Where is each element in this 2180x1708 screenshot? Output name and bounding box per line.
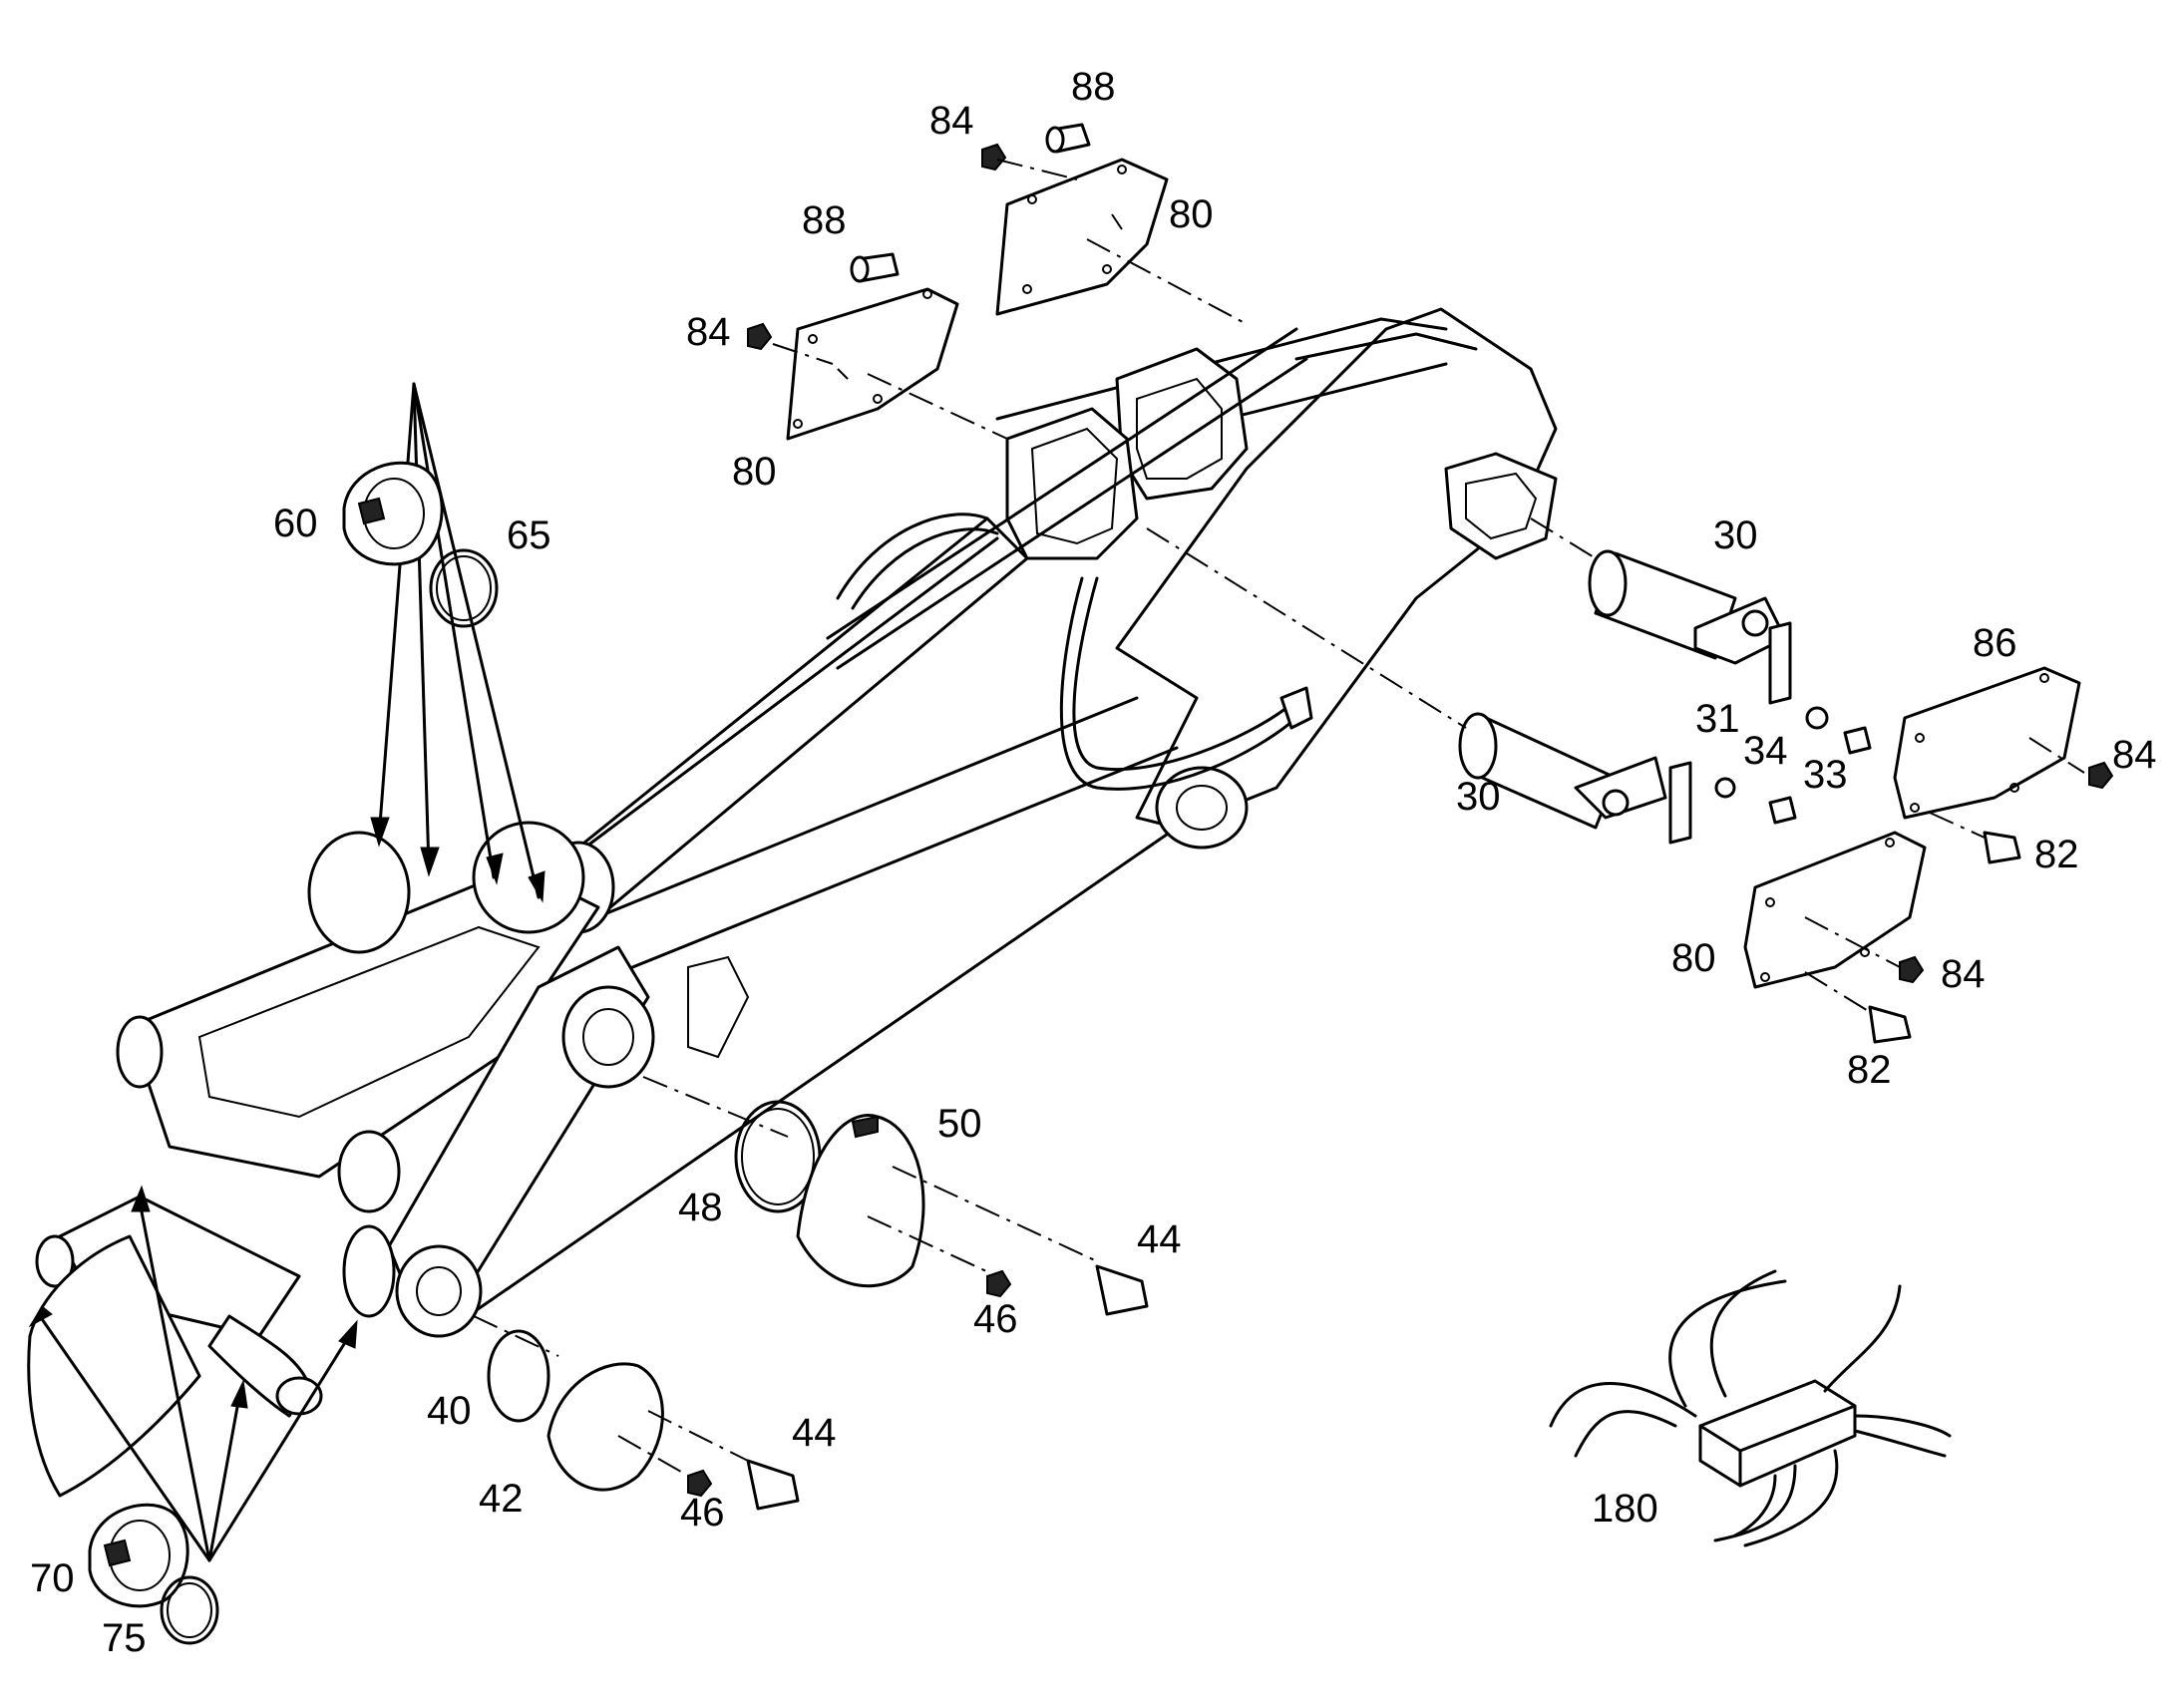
axis-line <box>473 1315 559 1357</box>
cover-plate-86 <box>1893 666 2081 820</box>
callout-34: 34 <box>1743 729 1788 773</box>
callout-84-middle: 84 <box>686 310 731 354</box>
cover-42 <box>546 1362 664 1492</box>
callout-44-upper: 44 <box>1137 1217 1182 1261</box>
callout-180: 180 <box>1592 1487 1658 1531</box>
callout-84-lower: 84 <box>1941 952 1986 996</box>
callout-46-lower: 46 <box>680 1491 725 1535</box>
plate-31-lower <box>1668 761 1692 845</box>
bolt-33-lower <box>1768 796 1797 825</box>
clamp-60 <box>342 461 444 566</box>
callout-82-upper: 82 <box>2034 833 2079 876</box>
axis-line <box>1530 517 1597 559</box>
clamp-70 <box>88 1503 189 1608</box>
cover-plate-80-lower <box>786 287 959 441</box>
callout-86: 86 <box>1973 621 2017 665</box>
callout-84-upper: 84 <box>929 99 974 143</box>
cover-plate-80-upper <box>995 158 1169 316</box>
bolt-33-upper <box>1843 726 1872 755</box>
lower-frame <box>27 821 750 1498</box>
washer-34-upper <box>1805 706 1829 730</box>
o-ring-65 <box>429 548 499 628</box>
o-ring-75-inner <box>167 1582 212 1638</box>
axis-line <box>647 1410 759 1467</box>
pin-30-upper <box>1588 549 1787 665</box>
callout-33: 33 <box>1803 753 1848 797</box>
hydraulic-hoses <box>836 512 1313 791</box>
axis-line <box>1804 971 1871 1013</box>
callout-30-upper: 30 <box>1713 513 1758 557</box>
callout-88-middle: 88 <box>802 198 847 242</box>
screw-88-lower <box>850 252 900 283</box>
callout-31: 31 <box>1695 697 1740 741</box>
cover-plate-80-right <box>1743 831 1927 989</box>
axis-line <box>2028 737 2085 774</box>
nut-46-lower <box>687 1469 713 1498</box>
callout-50: 50 <box>937 1102 982 1146</box>
callout-84-right: 84 <box>2112 733 2157 777</box>
axis-line <box>1086 238 1248 325</box>
callout-82-lower: 82 <box>1847 1048 1892 1092</box>
axis-line <box>867 1215 998 1277</box>
valve-block-180 <box>1549 1269 1952 1547</box>
callout-80-lower: 80 <box>1671 936 1716 980</box>
callout-48: 48 <box>678 1186 723 1229</box>
axis-line <box>892 1166 1098 1262</box>
callout-80-upper: 80 <box>1169 192 1214 236</box>
nut-84-lower-right <box>1899 955 1925 984</box>
o-ring-40 <box>487 1329 550 1423</box>
axis-line <box>996 159 1078 180</box>
callout-75: 75 <box>102 1616 147 1660</box>
axis-line <box>772 343 834 365</box>
callout-40: 40 <box>427 1389 472 1433</box>
nut-46-upper <box>986 1269 1012 1298</box>
screw-44-lower <box>746 1459 800 1511</box>
axis-line <box>642 1076 789 1138</box>
axis-line <box>1929 812 1986 839</box>
callout-42: 42 <box>479 1477 524 1521</box>
o-ring-48-inner <box>741 1108 815 1205</box>
nut-84-right <box>2088 761 2114 790</box>
washer-34-lower <box>1714 777 1736 799</box>
callout-46-upper: 46 <box>973 1297 1018 1341</box>
callout-88-upper: 88 <box>1071 65 1116 109</box>
axis-line <box>617 1435 689 1477</box>
boom-body <box>437 307 1558 1338</box>
callout-60: 60 <box>273 502 318 545</box>
nut-84-lower <box>747 322 773 351</box>
axis-line <box>867 373 1008 440</box>
pin-30-lower <box>1458 712 1667 830</box>
cover-50 <box>796 1114 925 1288</box>
plate-31-upper <box>1768 621 1792 705</box>
screw-82-lower <box>1868 1005 1912 1044</box>
screw-44-upper <box>1095 1264 1149 1316</box>
axis-line <box>1146 527 1467 729</box>
callout-80-middle: 80 <box>732 450 777 494</box>
axis-line <box>1804 916 1901 968</box>
screw-88-upper <box>1045 123 1091 154</box>
callout-30-lower: 30 <box>1456 775 1501 819</box>
o-ring-65-inner <box>436 555 492 621</box>
callout-44-lower: 44 <box>792 1411 837 1455</box>
o-ring-75 <box>160 1575 219 1645</box>
screw-82-upper <box>1983 831 2021 864</box>
callout-65: 65 <box>507 513 551 557</box>
callout-70: 70 <box>30 1556 75 1600</box>
nut-84-upper <box>981 143 1007 171</box>
